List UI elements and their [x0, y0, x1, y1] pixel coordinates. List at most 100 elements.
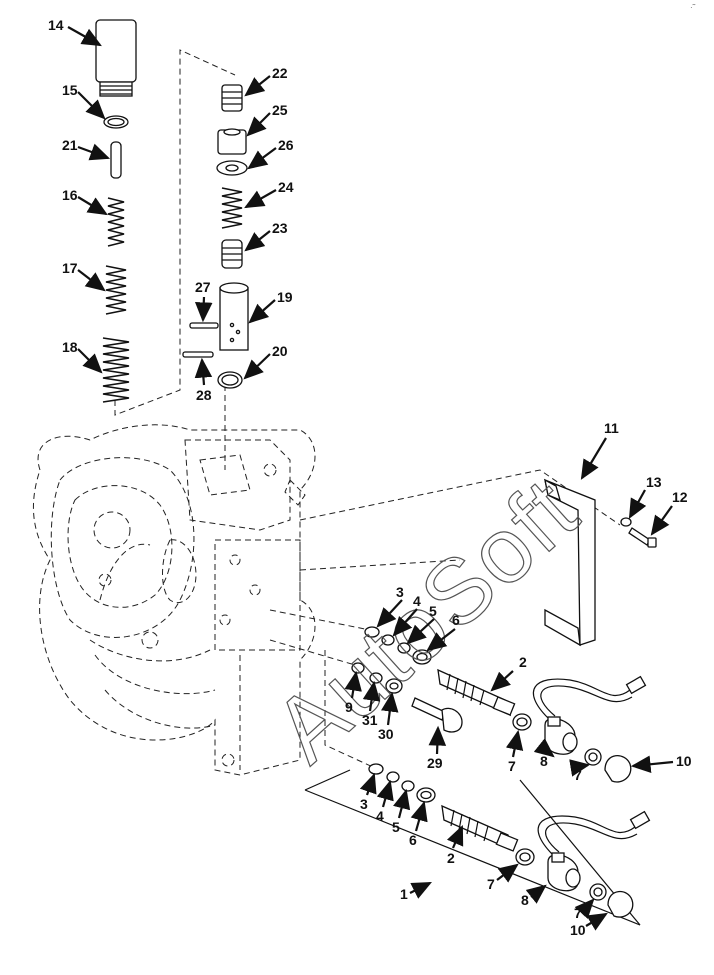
callout-arrow-c2a: [490, 670, 514, 692]
callout-label-c26: 26: [278, 137, 294, 153]
callout-label-c2b: 2: [447, 850, 455, 866]
callout-label-c5b: 5: [392, 819, 400, 835]
callout-label-c7a: 7: [508, 758, 516, 774]
part-15-oring: [103, 115, 129, 129]
callout-label-c21: 21: [62, 137, 78, 153]
callout-label-c6a: 6: [452, 612, 460, 628]
callout-arrow-c24: [244, 189, 277, 209]
lower-harness: [537, 810, 651, 855]
callout-label-c19: 19: [277, 289, 293, 305]
callout-label-c12: 12: [672, 489, 688, 505]
part-17-spring: [105, 265, 127, 315]
part-10-cap-lower: [607, 890, 634, 918]
callout-arrow-c29: [428, 725, 447, 755]
callout-arrow-c17: [77, 269, 106, 292]
part-19-sleeve: [219, 282, 249, 351]
callout-arrow-c1: [409, 882, 432, 899]
callout-label-c5a: 5: [429, 603, 437, 619]
callout-label-c4b: 4: [376, 808, 384, 824]
callout-label-c9: 9: [345, 699, 353, 715]
callout-label-c31: 31: [362, 712, 378, 728]
callout-arrow-c9: [344, 670, 362, 699]
callout-arrow-c12: [650, 505, 673, 536]
part-22-plug: [221, 84, 243, 112]
callout-label-c7b: 7: [574, 767, 582, 783]
callout-label-c10a: 10: [676, 753, 692, 769]
callout-label-c14: 14: [48, 17, 64, 33]
upper-harness: [532, 675, 647, 719]
callout-arrow-c26: [247, 147, 277, 170]
callout-arrow-c3b: [359, 772, 377, 796]
callout-label-c3a: 3: [396, 584, 404, 600]
callout-label-c23: 23: [272, 220, 288, 236]
callout-label-c27: 27: [195, 279, 211, 295]
callout-label-c4a: 4: [413, 593, 421, 609]
part-24-spring: [221, 187, 243, 229]
callout-arrow-c19: [248, 299, 276, 324]
part-13-washer: [620, 517, 632, 527]
callout-label-c24: 24: [278, 179, 294, 195]
callout-label-c22: 22: [272, 65, 288, 81]
callout-arrow-c10b: [585, 912, 608, 931]
part-8-coil-lower: [547, 852, 581, 892]
callout-arrow-c23: [244, 230, 271, 252]
callout-label-c10b: 10: [570, 922, 586, 938]
callout-label-c15: 15: [62, 82, 78, 98]
callout-arrow-c10a: [630, 755, 674, 774]
transmission-housing: [32, 424, 316, 776]
part-8-coil-upper: [544, 716, 578, 755]
callout-label-c6b: 6: [409, 832, 417, 848]
part-12-bolt: [628, 527, 657, 548]
callout-arrow-c6a: [426, 628, 456, 652]
callout-arrow-c4a: [392, 608, 418, 637]
callout-arrow-c5a: [406, 618, 435, 645]
callout-arrow-c8b: [525, 884, 547, 904]
callout-arrow-c11: [580, 437, 607, 480]
callout-label-c29: 29: [427, 755, 443, 771]
part-16-spring: [107, 197, 125, 247]
callout-label-c7d: 7: [574, 905, 582, 921]
part-21-pin: [110, 141, 122, 179]
callout-arrow-c18: [77, 348, 103, 374]
callout-arrow-c7c: [496, 863, 519, 883]
part-7-oring: [512, 713, 532, 731]
callout-label-c1: 1: [400, 886, 408, 902]
lower-seals: [368, 763, 436, 803]
callout-layer: 1415211617182225262423271920281113123456…: [48, 17, 692, 938]
callout-arrow-c14: [67, 26, 102, 47]
callout-arrow-c5b: [393, 788, 411, 819]
part-23-plug: [221, 239, 243, 269]
part-29-plug: [411, 697, 463, 733]
part-7-oring-b: [584, 748, 602, 766]
callout-label-c13: 13: [646, 474, 662, 490]
part-7-oring-c: [515, 848, 535, 866]
callout-label-c8a: 8: [540, 753, 548, 769]
callout-arrow-c6b: [410, 800, 428, 832]
callout-arrow-c4b: [376, 779, 394, 808]
callout-label-c20: 20: [272, 343, 288, 359]
part-20-oring: [217, 371, 243, 389]
callout-arrow-c8a: [533, 738, 555, 758]
part-2-solenoid-valve-upper: [437, 668, 516, 717]
callout-arrow-c25: [246, 112, 271, 137]
part-26-washer: [216, 160, 248, 176]
callout-label-c8b: 8: [521, 892, 529, 908]
callout-arrow-c7d: [574, 898, 595, 919]
callout-arrow-c21: [77, 143, 111, 161]
callout-arrow-c3a: [376, 599, 403, 628]
callout-arrow-c2b: [446, 824, 464, 849]
callout-arrow-c7a: [505, 729, 524, 758]
callout-arrow-c31: [362, 680, 381, 712]
callout-label-c18: 18: [62, 339, 78, 355]
callout-arrow-c13: [628, 489, 647, 519]
callout-arrow-c20: [243, 353, 271, 380]
callout-label-c7c: 7: [487, 876, 495, 892]
upper-seals: [364, 626, 432, 665]
part-18-spring: [102, 337, 130, 403]
callout-arrow-c7b: [569, 759, 591, 777]
part-28-pin: [182, 351, 214, 358]
callout-label-c16: 16: [62, 187, 78, 203]
callout-label-c30: 30: [378, 726, 394, 742]
callout-label-c28: 28: [196, 387, 212, 403]
